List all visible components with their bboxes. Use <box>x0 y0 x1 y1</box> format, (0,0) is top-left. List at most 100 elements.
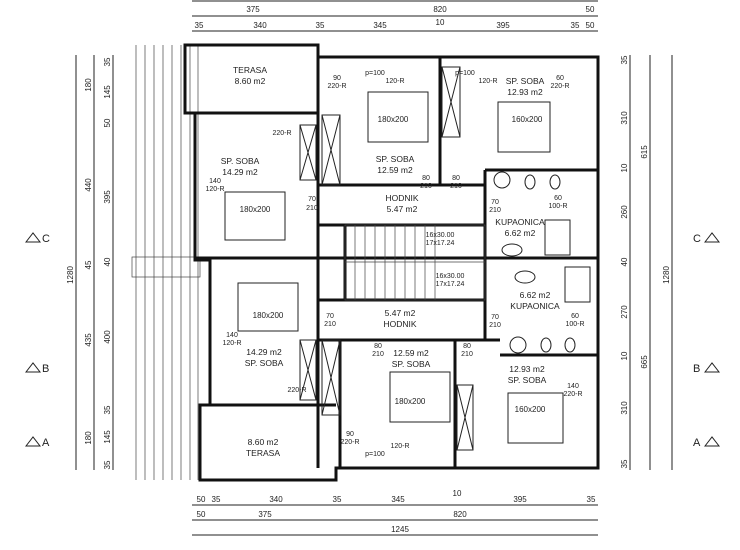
plan-label: 345 <box>373 21 387 30</box>
triangle-icon <box>703 232 721 243</box>
plan-label: 70 <box>491 314 499 321</box>
plan-label: 35 <box>333 495 342 504</box>
plan-label: 50 <box>197 495 206 504</box>
plan-label: 35 <box>103 405 112 414</box>
plan-label: 35 <box>620 459 629 468</box>
bed <box>367 91 429 143</box>
room-area: 12.93 m2 <box>509 364 545 374</box>
room-name: TERASA <box>233 65 267 75</box>
plan-label: 120-R <box>385 78 404 85</box>
section-markers: C B A C B A <box>24 232 721 449</box>
plan-label: 120-R <box>390 443 409 450</box>
plan-label: 140 <box>567 383 579 390</box>
section-a-right: A <box>693 436 721 449</box>
plan-label: 80 <box>463 343 471 350</box>
plan-label: 35 <box>316 21 325 30</box>
plan-label: 340 <box>269 495 283 504</box>
plan-label: 35 <box>195 21 204 30</box>
plan-label: 375 <box>258 510 272 519</box>
plan-label: 210 <box>372 351 384 358</box>
plan-label: 310 <box>620 401 629 415</box>
dimension-lines <box>75 0 673 536</box>
stair-spec: 17x17.24 <box>436 281 465 288</box>
stair-spec: 17x17.24 <box>426 240 455 247</box>
bed-size: 180x200 <box>253 311 284 320</box>
plan-label: 60 <box>571 313 579 320</box>
room-area: 5.47 m2 <box>385 308 416 318</box>
plan-label: 1280 <box>662 266 671 284</box>
triangle-icon <box>24 436 42 447</box>
plan-label: 90 <box>346 431 354 438</box>
plan-label: 345 <box>391 495 405 504</box>
room-area: 14.29 m2 <box>246 347 282 357</box>
plan-label: 395 <box>496 21 510 30</box>
plan-label: 10 <box>620 163 629 172</box>
plan-label: 310 <box>620 111 629 125</box>
bed-size: 180x200 <box>240 205 271 214</box>
plan-label: 270 <box>620 305 629 319</box>
bed <box>237 282 299 332</box>
plan-label: 615 <box>640 145 649 159</box>
plan-label: p=100 <box>365 451 385 458</box>
plan-label: 375 <box>246 5 260 14</box>
room-name: SP. SOBA <box>508 375 547 385</box>
plan-label: A <box>693 437 701 449</box>
staircase <box>344 224 486 301</box>
room-name: SP. SOBA <box>221 156 260 166</box>
room-name: KUPAONICA <box>510 301 560 311</box>
room-name: SP. SOBA <box>376 154 415 164</box>
plan-label: 210 <box>420 183 432 190</box>
room-name: HODNIK <box>383 319 416 329</box>
plan-label: 120-R <box>205 186 224 193</box>
plan-label: 440 <box>84 178 93 192</box>
room-name: SP. SOBA <box>506 76 545 86</box>
room-area: 14.29 m2 <box>222 167 258 177</box>
plan-label: 35 <box>103 460 112 469</box>
plan-label: 80 <box>452 175 460 182</box>
plan-label: 220-R <box>563 391 582 398</box>
plan-label: 210 <box>306 205 318 212</box>
room-area: 6.62 m2 <box>505 228 536 238</box>
bed <box>224 191 286 241</box>
section-b-left: B <box>24 362 49 375</box>
plan-label: 210 <box>324 321 336 328</box>
plan-label: 10 <box>436 18 445 27</box>
room-name: HODNIK <box>385 193 418 203</box>
room-area: 12.59 m2 <box>393 348 429 358</box>
plan-label: 145 <box>103 430 112 444</box>
plan-label: 1245 <box>391 525 409 534</box>
bath-fixtures <box>493 171 591 354</box>
plan-label: A <box>42 437 50 449</box>
stair-spec: 16x30.00 <box>426 232 455 239</box>
plan-label: 100-R <box>548 203 567 210</box>
plan-label: 180 <box>84 431 93 445</box>
plan-label: p=100 <box>455 70 475 77</box>
bed <box>389 371 451 423</box>
plan-label: 210 <box>461 351 473 358</box>
plan-label: 45 <box>84 260 93 269</box>
plan-label: 35 <box>587 495 596 504</box>
plan-label: 260 <box>620 205 629 219</box>
plan-label: C <box>693 233 701 245</box>
section-c-left: C <box>24 232 50 245</box>
plan-label: 400 <box>103 330 112 344</box>
bed <box>507 392 564 444</box>
room-area: 12.93 m2 <box>507 87 543 97</box>
bed-size: 180x200 <box>378 115 409 124</box>
plan-label: C <box>42 233 50 245</box>
pergola <box>131 45 201 480</box>
plan-label: 145 <box>103 85 112 99</box>
plan-label: 220-R <box>287 387 306 394</box>
bed-size: 160x200 <box>512 115 543 124</box>
plan-label: 100-R <box>565 321 584 328</box>
triangle-icon <box>703 362 721 373</box>
plan-label: 1280 <box>66 266 75 284</box>
plan-label: 35 <box>103 57 112 66</box>
plan-label: B <box>42 363 49 375</box>
plan-label: B <box>693 363 700 375</box>
plan-label: 435 <box>84 333 93 347</box>
plan-label: 40 <box>620 257 629 266</box>
triangle-icon <box>703 436 721 447</box>
